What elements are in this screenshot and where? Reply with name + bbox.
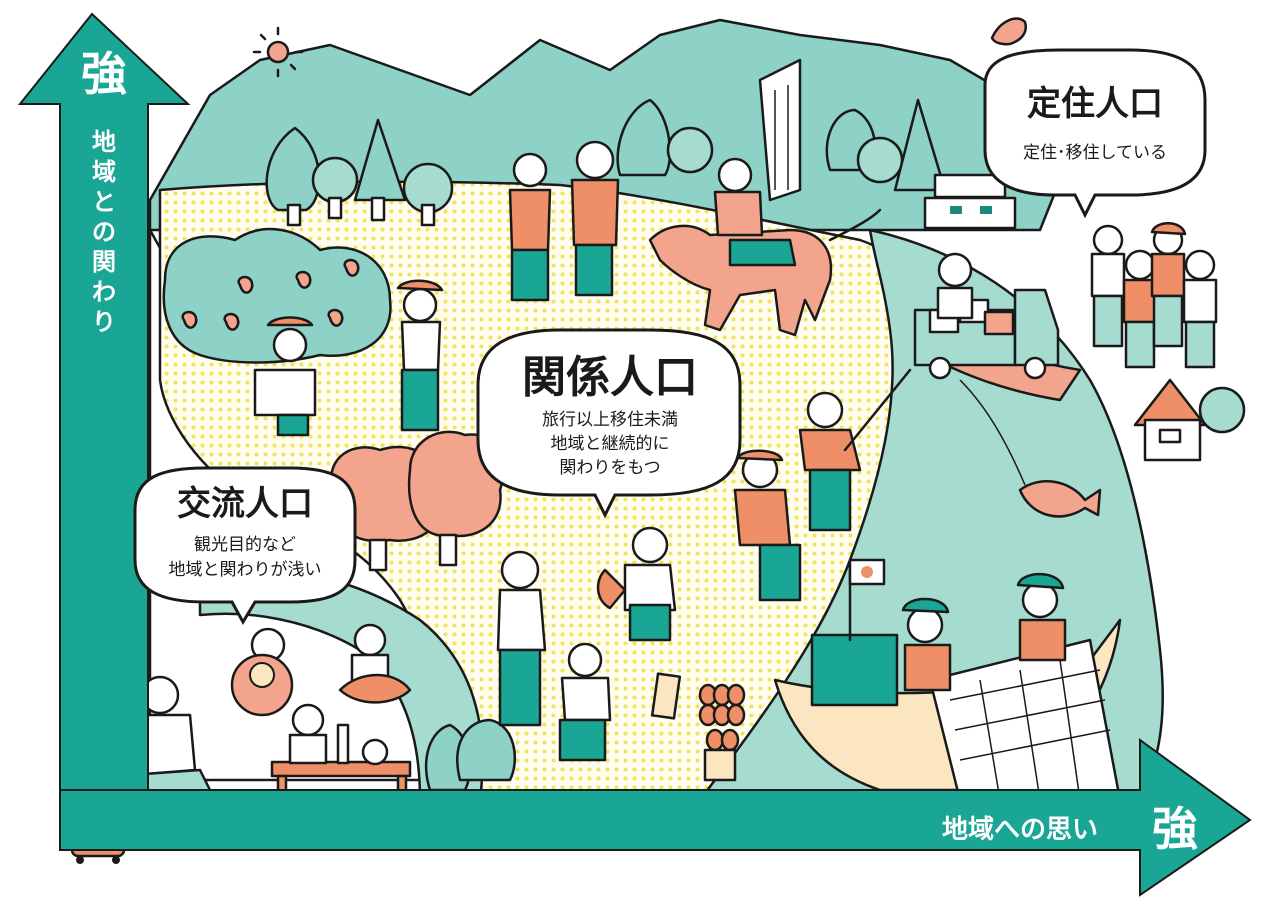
person: [396, 279, 444, 432]
horizontal-axis-caption: 地域への思い: [942, 815, 1098, 845]
vertical-axis-caption-char: り: [92, 308, 116, 336]
person: [733, 449, 802, 602]
person: [230, 627, 294, 717]
bubble-settled-line-1: 定住･移住している: [1023, 143, 1167, 163]
tree-group-bottom: [424, 718, 517, 792]
strawberry-bushes: [162, 227, 392, 364]
tree-icon: [265, 126, 321, 227]
person: [596, 526, 677, 642]
person: [1016, 572, 1067, 662]
people: [70, 140, 1218, 864]
person: [288, 703, 328, 765]
person: [496, 550, 547, 727]
person: [338, 623, 412, 704]
vertical-axis-caption-char: と: [92, 188, 116, 216]
tree-icon: [353, 118, 407, 222]
bubble-exchange-line-1: 観光目的など: [194, 535, 296, 555]
bubble-settled-title: 定住人口: [1027, 84, 1163, 124]
tree-group-top: [265, 98, 947, 227]
tree-icon: [311, 156, 359, 220]
flag-icon: [848, 558, 886, 642]
bubble-related: 関係人口 旅行以上移住未満 地域と継続的に 関わりをもつ: [476, 328, 742, 519]
person: [128, 675, 217, 807]
horizontal-axis-end-label: 強: [1152, 802, 1198, 856]
bubble-related-line-3: 関わりをもつ: [559, 458, 660, 478]
building-icon: [923, 173, 1017, 230]
person: [798, 368, 912, 532]
bubble-related-title: 関係人口: [522, 352, 698, 403]
person: [713, 157, 764, 237]
person: [508, 152, 552, 302]
person: [253, 316, 317, 437]
person: [570, 140, 620, 297]
bubble-exchange: 交流人口 観光目的など 地域と関わりが浅い: [133, 466, 357, 626]
boat-icon: [773, 618, 1122, 802]
bubble-exchange-line-2: 地域と関わりが浅い: [169, 560, 322, 580]
logs: [650, 672, 746, 782]
horizontal-axis: 地域への思い 強: [59, 738, 1252, 897]
tree-icon: [616, 98, 714, 177]
tree-icon: [825, 98, 947, 192]
vertical-axis-caption-char: 域: [92, 158, 116, 186]
strawberry-icon: [181, 258, 360, 331]
bubble-related-line-2: 地域と継続的に: [551, 434, 670, 454]
vertical-axis-caption-char: の: [92, 218, 116, 246]
person: [936, 252, 974, 320]
bubble-settled: 定住人口 定住･移住している: [983, 48, 1207, 219]
waterfall: [758, 58, 802, 202]
vertical-axis-caption-char: 地: [92, 128, 116, 156]
bird-icon: [990, 17, 1027, 46]
bubble-exchange-title: 交流人口: [177, 484, 313, 524]
horse-icon: [648, 208, 882, 337]
person-group-settled: [1090, 222, 1218, 369]
person: [901, 597, 952, 692]
house-icon: [1133, 378, 1246, 462]
vertical-axis-caption-char: 関: [92, 248, 116, 276]
fish-icon: [959, 379, 1102, 518]
sun-icon: [252, 26, 304, 78]
tree-icon: [402, 162, 454, 227]
vertical-axis-end-label: 強: [81, 47, 127, 101]
vertical-axis-caption-char: わ: [92, 278, 116, 306]
bubble-related-line-1: 旅行以上移住未満: [542, 410, 678, 430]
person: [558, 642, 612, 762]
